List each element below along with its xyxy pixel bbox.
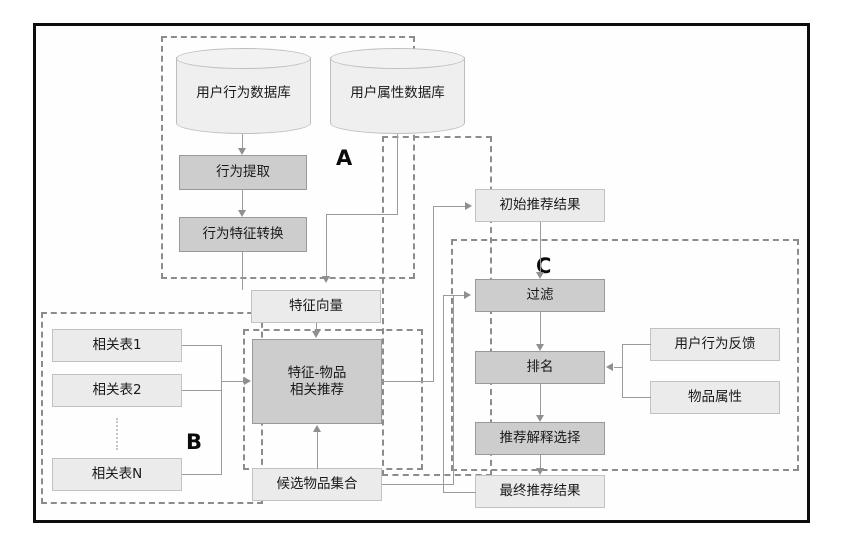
connector-table1-right xyxy=(182,345,222,347)
connector-recommend-to-initial xyxy=(433,206,466,208)
arrowhead-extraction-to-transform xyxy=(238,210,246,217)
group-box-c xyxy=(451,239,799,471)
node-item-attribute[interactable]: 物品属性 xyxy=(650,381,780,414)
diagram-frame: A B C 用户行为数据库 用户属性数据库 行为提取 行为特征转换 特征向量 相… xyxy=(33,23,810,523)
connector-behaviordb-to-extraction xyxy=(242,134,244,149)
arrowhead-featurevector-to-recommend xyxy=(312,331,320,338)
node-feature-item-recommend-line2: 相关推荐 xyxy=(290,381,344,398)
node-filter[interactable]: 过滤 xyxy=(475,279,605,312)
connector-table2-right xyxy=(182,390,222,392)
cylinder-body xyxy=(330,57,465,134)
node-relation-table-1[interactable]: 相关表1 xyxy=(52,329,182,362)
connector-attributedb-down xyxy=(397,134,399,215)
arrowhead-attributedb-to-featurevector xyxy=(322,276,330,283)
group-label-c: C xyxy=(536,254,552,278)
connector-candidate-to-recommend xyxy=(317,432,319,469)
connector-transform-to-featurevector xyxy=(242,252,244,290)
arrowhead-candidate-to-recommend xyxy=(313,425,321,432)
connector-extraction-to-transform xyxy=(242,190,244,210)
node-relation-table-n[interactable]: 相关表N xyxy=(52,458,182,491)
node-behavior-feature-transform[interactable]: 行为特征转换 xyxy=(179,217,307,252)
node-feature-item-recommend[interactable]: 特征-物品 相关推荐 xyxy=(252,339,382,424)
connector-tables-bus xyxy=(221,345,223,475)
group-box-a xyxy=(161,36,415,279)
node-final-recommend-result[interactable]: 最终推荐结果 xyxy=(475,475,605,508)
connector-final-loop-up xyxy=(443,295,445,493)
connector-ranking-to-explain xyxy=(540,384,542,415)
node-behavior-extraction[interactable]: 行为提取 xyxy=(179,155,307,190)
arrowhead-bus-to-recommend xyxy=(244,377,251,385)
connector-candidate-right xyxy=(382,484,454,486)
connector-attributedb-left xyxy=(326,214,398,216)
group-label-b: B xyxy=(186,430,203,454)
database-user-behavior-label: 用户行为数据库 xyxy=(196,85,291,101)
cylinder-top xyxy=(330,48,465,69)
database-user-behavior: 用户行为数据库 xyxy=(176,48,311,134)
arrowhead-recommend-to-initial xyxy=(465,202,472,210)
connector-initial-to-filter xyxy=(540,222,542,272)
node-relation-table-2[interactable]: 相关表2 xyxy=(52,374,182,407)
arrowhead-behaviordb-to-extraction xyxy=(238,148,246,155)
connector-candidate-loop-up xyxy=(453,295,455,485)
connector-itemattr-left xyxy=(622,397,651,399)
cylinder-top xyxy=(176,48,311,69)
database-user-attribute-label: 用户属性数据库 xyxy=(350,85,445,101)
connector-featurevector-to-recommend xyxy=(316,323,318,332)
arrowhead-bus-to-ranking xyxy=(606,363,613,371)
arrowhead-loop-to-filter xyxy=(464,291,471,299)
cylinder-body xyxy=(176,57,311,134)
connector-bus-to-ranking xyxy=(614,367,623,369)
connector-final-left xyxy=(443,492,476,494)
node-feature-vector[interactable]: 特征向量 xyxy=(251,290,381,323)
node-ranking[interactable]: 排名 xyxy=(475,351,605,384)
arrowhead-ranking-to-explain xyxy=(536,415,544,422)
connector-explain-to-final xyxy=(540,455,542,468)
node-initial-recommend-result[interactable]: 初始推荐结果 xyxy=(475,189,605,222)
connector-feedback-bus xyxy=(622,344,624,398)
connector-tablen-right xyxy=(182,474,222,476)
node-user-behavior-feedback[interactable]: 用户行为反馈 xyxy=(650,328,780,361)
connector-recommend-up xyxy=(433,206,435,382)
connector-feedback-left xyxy=(622,344,651,346)
database-user-attribute: 用户属性数据库 xyxy=(330,48,465,134)
node-recommend-explain-select[interactable]: 推荐解释选择 xyxy=(475,422,605,455)
relation-table-ellipsis xyxy=(116,418,120,450)
node-feature-item-recommend-line1: 特征-物品 xyxy=(287,364,347,381)
group-label-a: A xyxy=(336,146,353,170)
arrowhead-initial-to-filter xyxy=(536,272,544,279)
connector-bus-to-recommend xyxy=(221,381,245,383)
arrowhead-explain-to-final xyxy=(536,468,544,475)
connector-filter-to-ranking xyxy=(540,312,542,344)
arrowhead-filter-to-ranking xyxy=(536,344,544,351)
connector-attributedb-to-featurevector xyxy=(326,214,328,276)
connector-recommend-right xyxy=(382,381,434,383)
node-candidate-item-set[interactable]: 候选物品集合 xyxy=(252,468,382,501)
